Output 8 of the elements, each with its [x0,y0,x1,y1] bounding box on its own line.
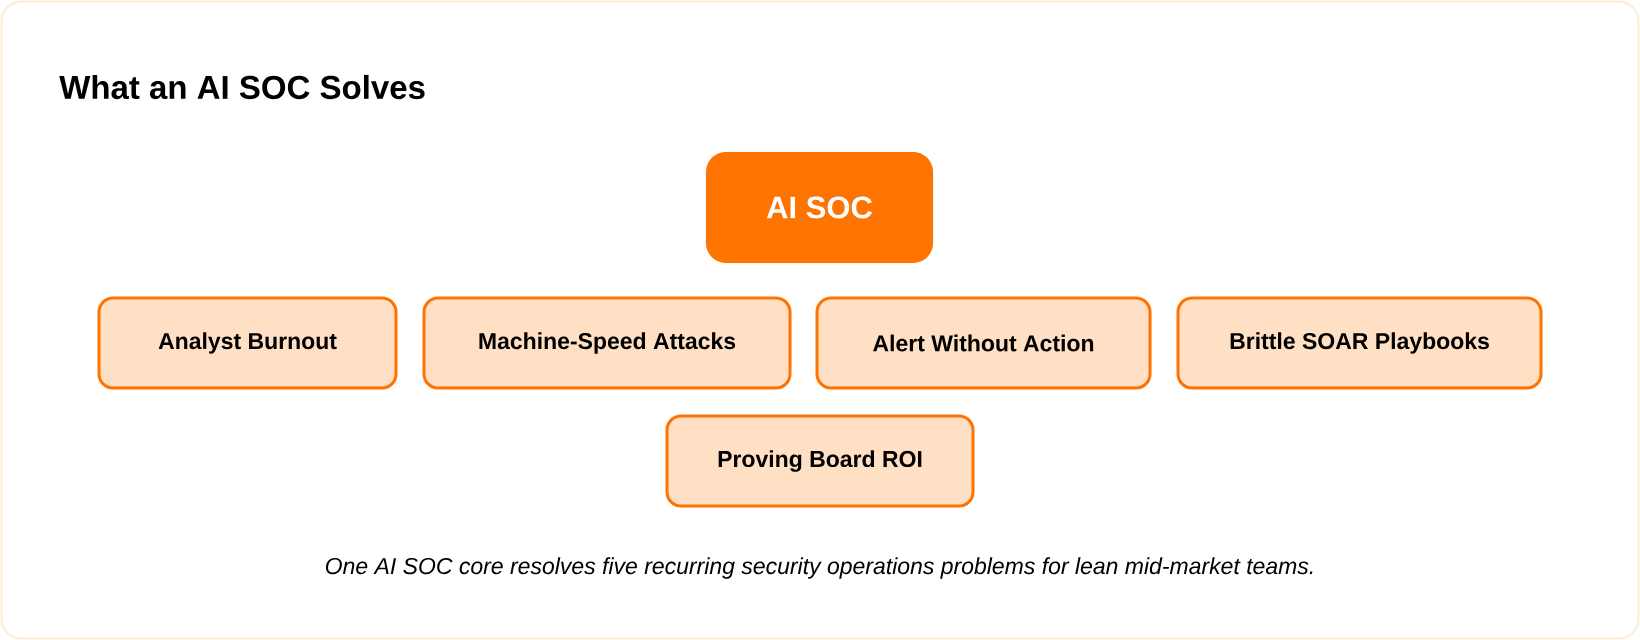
problem-box: Alert Without Action [815,296,1152,390]
problem-box: Brittle SOAR Playbooks [1176,296,1543,390]
core-box: AI SOC [705,151,934,264]
title: What an AI SOC Solves [59,74,425,100]
caption: One AI SOC core resolves five recurring security operations problems for lean mid-market teams. [325,557,1313,579]
problem-box: Analyst Burnout [97,296,398,390]
problem-box: Machine-Speed Attacks [422,296,792,390]
problem-box: Proving Board ROI [665,414,975,508]
